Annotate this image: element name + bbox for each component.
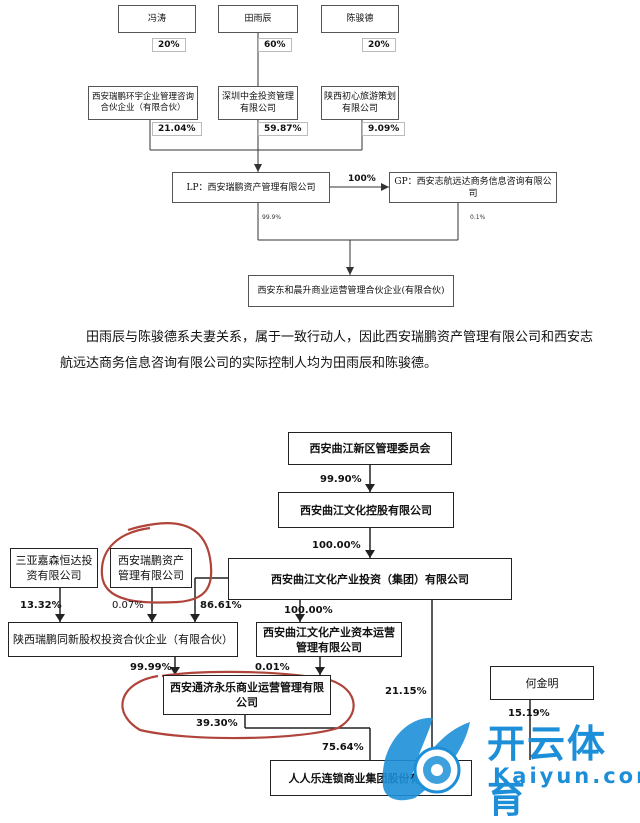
relationship-paragraph: 田雨辰与陈骏德系夫妻关系，属于一致行动人，因此西安瑞鹏资产管理有限公司和西安志航… bbox=[60, 330, 594, 371]
pct-label: 9.09% bbox=[362, 122, 406, 136]
holding-box: 西安曲江文化控股有限公司 bbox=[278, 492, 454, 528]
watermark-url: Kaiyun.com bbox=[493, 764, 640, 788]
tongxin-name: 陕西瑞鹏同新股权投资合伙企业（有限合伙） bbox=[13, 633, 233, 646]
holding-name: 西安曲江文化控股有限公司 bbox=[300, 503, 432, 517]
entity-name: 陕西初心旅游策划有限公司 bbox=[323, 92, 396, 114]
pct-label: 20% bbox=[152, 38, 186, 52]
lp-share: 99.9% bbox=[262, 214, 282, 221]
gp-name: GP：西安志航远达商务信息咨询有限公司 bbox=[394, 176, 552, 199]
entity-name: 深圳中金投资管理有限公司 bbox=[221, 92, 294, 114]
hejinming-name: 何金明 bbox=[525, 676, 559, 690]
top-diagram-lines bbox=[149, 33, 459, 275]
committee-box: 西安曲江新区管理委员会 bbox=[288, 432, 452, 465]
group-name: 西安曲江文化产业投资（集团）有限公司 bbox=[271, 572, 469, 586]
entity-name: 西安瑞鹏环宇企业管理咨询合伙企业（有限合伙） bbox=[91, 92, 194, 113]
pct-group-renren: 21.15% bbox=[385, 686, 427, 697]
tongji-box: 西安通济永乐商业运营管理有限公司 bbox=[163, 675, 331, 715]
sanya-name: 三亚嘉森恒达投资有限公司 bbox=[15, 554, 93, 582]
lp-name: LP：西安瑞鹏资产管理有限公司 bbox=[186, 182, 316, 193]
watermark: 开云体育 Kaiyun.com bbox=[375, 708, 640, 821]
lp-gp-pct: 100% bbox=[348, 174, 376, 184]
tongxin-box: 陕西瑞鹏同新股权投资合伙企业（有限合伙） bbox=[8, 622, 238, 657]
pct-group-capital: 100.00% bbox=[284, 605, 333, 616]
pct-committee: 99.90% bbox=[320, 474, 362, 485]
pct-label: 59.87% bbox=[258, 122, 308, 136]
person-name: 冯涛 bbox=[147, 14, 166, 24]
person-box-tianyuchen: 田雨辰 bbox=[218, 5, 298, 33]
sanya-box: 三亚嘉森恒达投资有限公司 bbox=[10, 548, 98, 588]
capital-name: 西安曲江文化产业资本运营管理有限公司 bbox=[263, 625, 395, 654]
person-name: 陈骏德 bbox=[346, 14, 374, 24]
gp-share: 0.1% bbox=[470, 214, 486, 221]
pct-holding: 100.00% bbox=[312, 540, 361, 551]
person-box-chenjunde: 陈骏德 bbox=[321, 5, 399, 33]
gp-box: GP：西安志航远达商务信息咨询有限公司 bbox=[389, 172, 557, 203]
capital-box: 西安曲江文化产业资本运营管理有限公司 bbox=[256, 622, 402, 657]
tongji-name: 西安通济永乐商业运营管理有限公司 bbox=[170, 681, 324, 709]
person-name: 田雨辰 bbox=[244, 14, 272, 24]
entity-box-zhongjin: 深圳中金投资管理有限公司 bbox=[218, 86, 298, 120]
pct-label: 20% bbox=[362, 38, 396, 52]
pct-capital-tongji: 0.01% bbox=[255, 662, 290, 673]
person-box-fengtao: 冯涛 bbox=[118, 5, 196, 33]
pct-tongji-renren: 39.30% bbox=[196, 718, 238, 729]
pct-tongxin-tongji: 99.99% bbox=[130, 662, 172, 673]
pct-label: 21.04% bbox=[152, 122, 202, 136]
hejinming-box: 何金明 bbox=[490, 666, 594, 700]
committee-name: 西安曲江新区管理委员会 bbox=[309, 442, 431, 455]
pct-group-tongxin: 86.61% bbox=[200, 600, 242, 611]
bottom-entity-box: 西安东和晨升商业运营管理合伙企业(有限合伙) bbox=[248, 275, 454, 307]
lp-box: LP：西安瑞鹏资产管理有限公司 bbox=[172, 172, 330, 203]
pct-label: 60% bbox=[258, 38, 292, 52]
ruipeng-box: 西安瑞鹏资产管理有限公司 bbox=[110, 548, 192, 588]
group-box: 西安曲江文化产业投资（集团）有限公司 bbox=[228, 558, 512, 600]
entity-box-chuxin: 陕西初心旅游策划有限公司 bbox=[321, 86, 399, 120]
pct-hejinming: 15.19% bbox=[508, 708, 550, 719]
pct-sanya: 13.32% bbox=[20, 600, 62, 611]
ruipeng-name: 西安瑞鹏资产管理有限公司 bbox=[118, 554, 184, 582]
entity-box-ruipeng-huanyu: 西安瑞鹏环宇企业管理咨询合伙企业（有限合伙） bbox=[88, 86, 198, 120]
kaiyun-logo-icon bbox=[382, 717, 470, 801]
pct-ruipeng: 0.07% bbox=[112, 600, 144, 611]
pct-total: 75.64% bbox=[322, 742, 364, 753]
bottom-entity-name: 西安东和晨升商业运营管理合伙企业(有限合伙) bbox=[257, 286, 445, 296]
